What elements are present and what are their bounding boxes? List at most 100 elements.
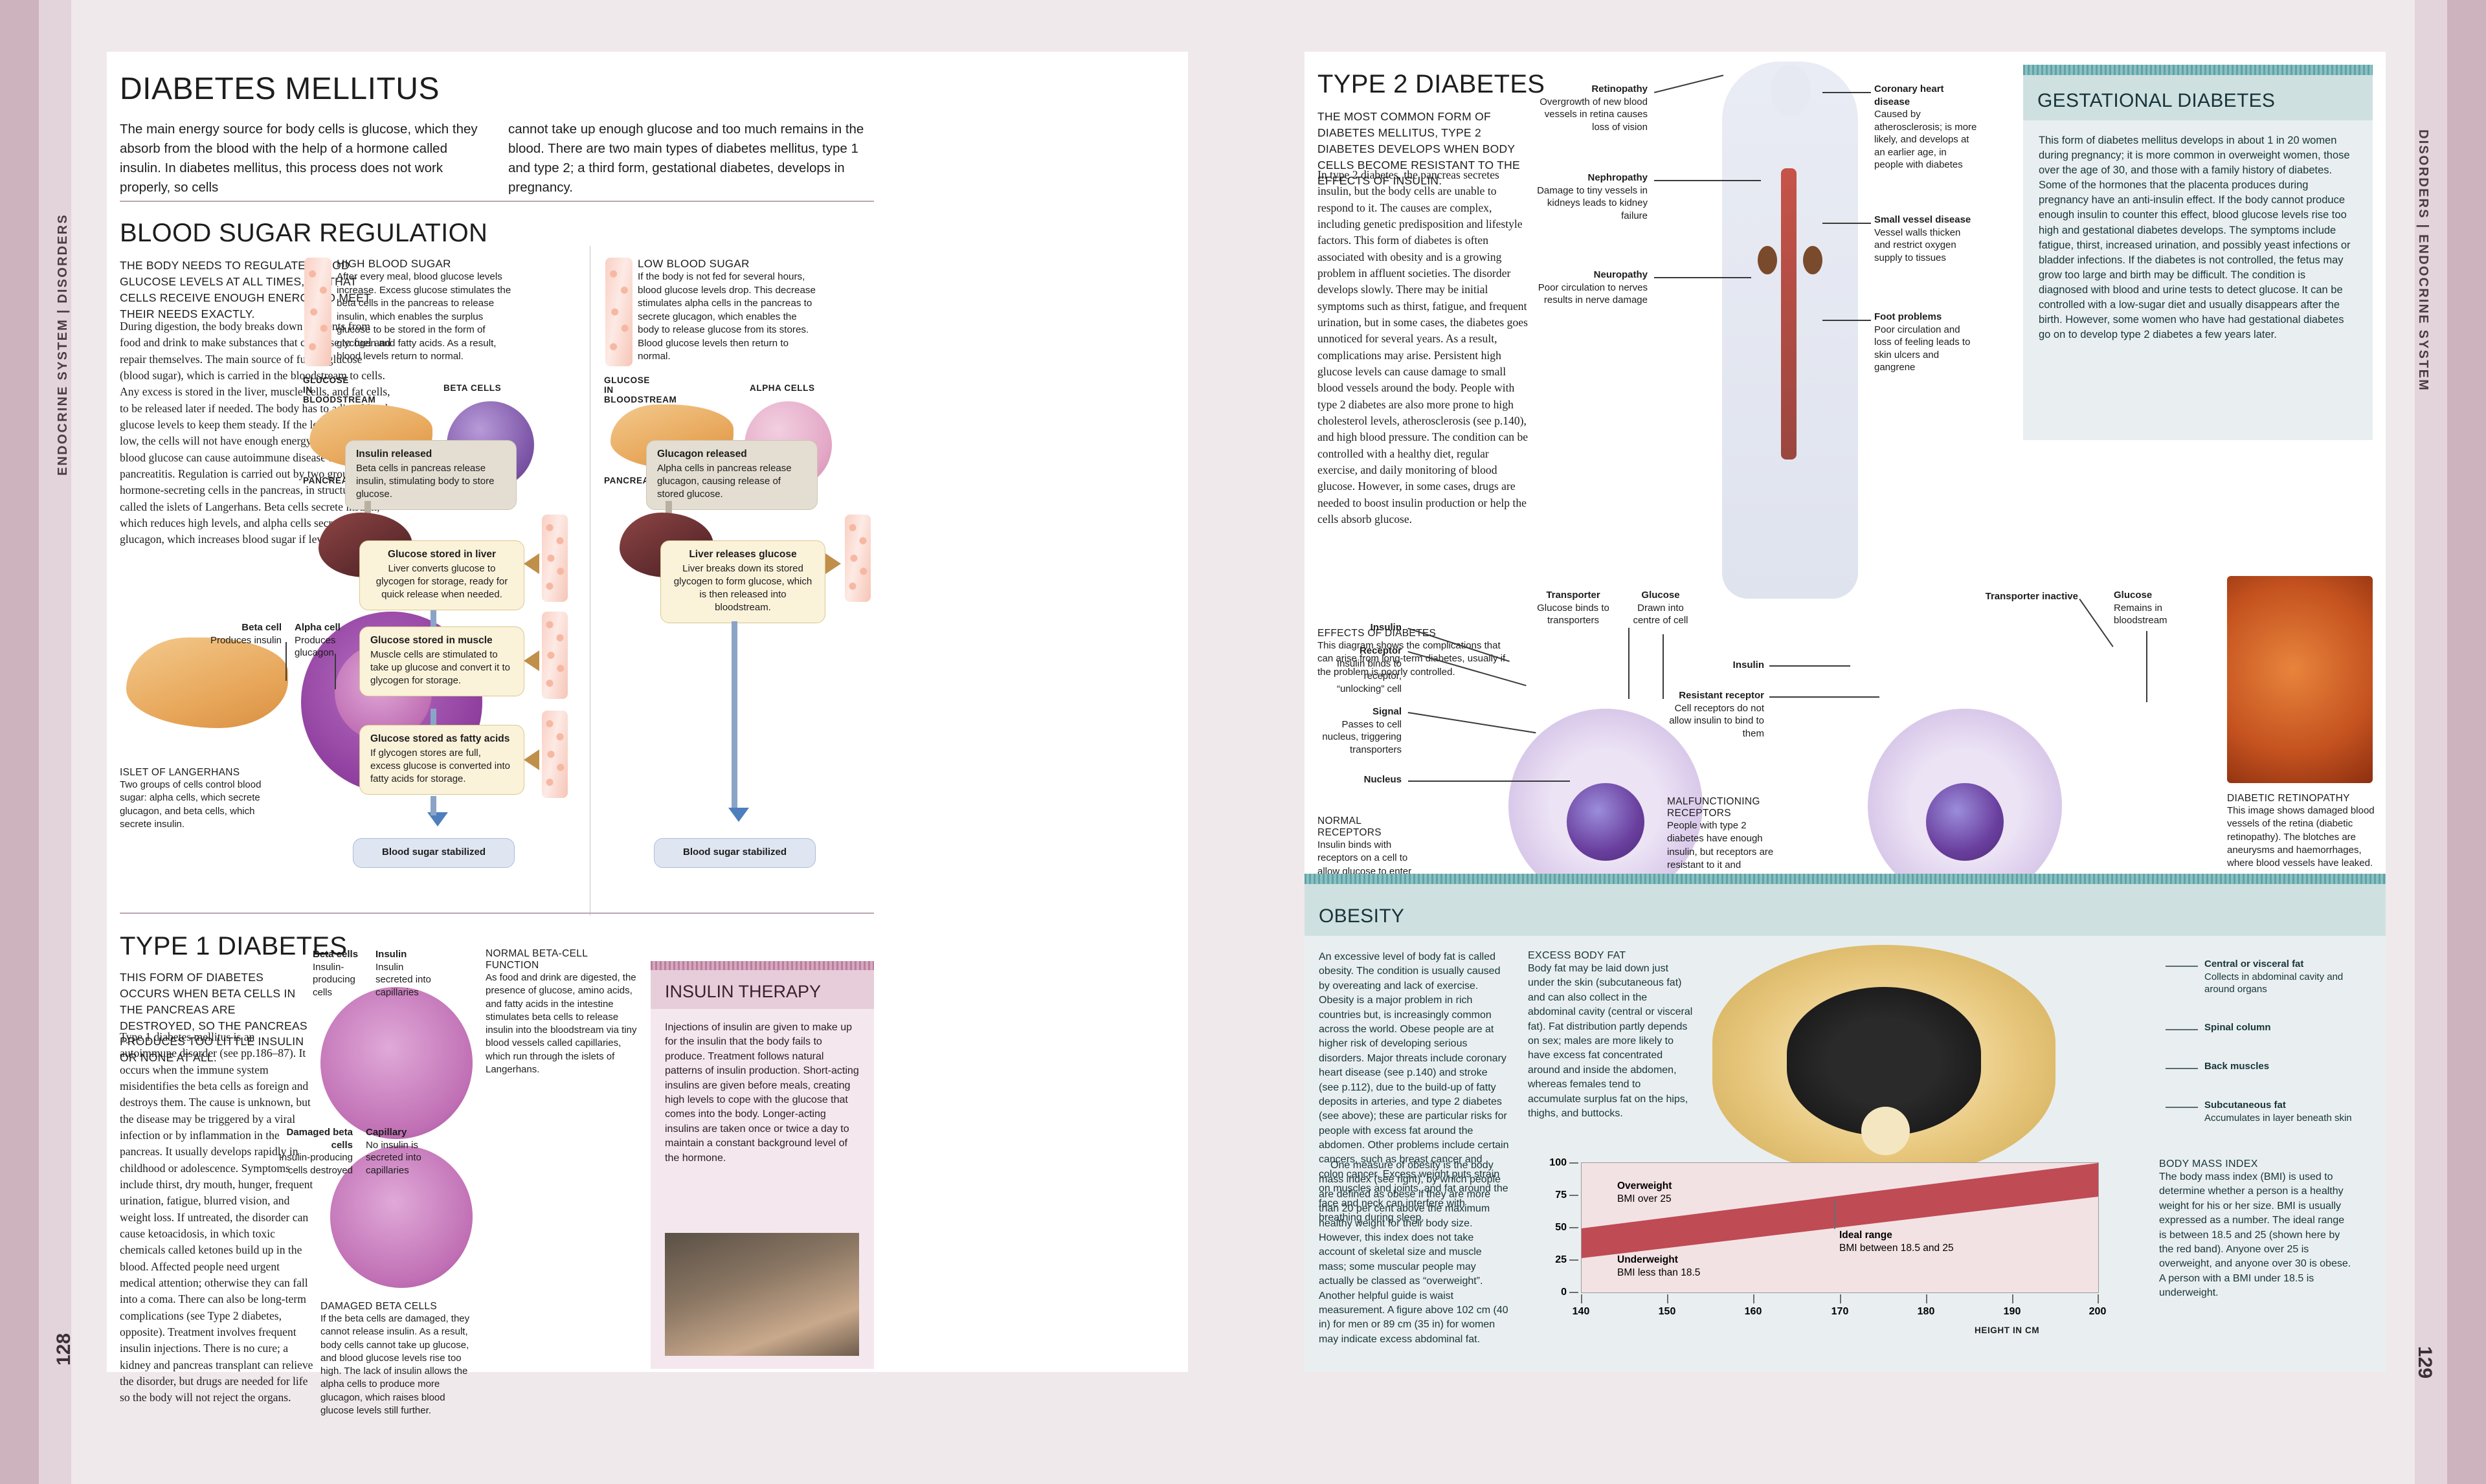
high-blood-sugar-heading: HIGH BLOOD SUGAR (337, 258, 451, 270)
label-signal: Signal Passes to cell nucleus, triggerin… (1322, 706, 1402, 755)
header-stripe-obesity (1305, 874, 2386, 884)
type2-standfirst: THE MOST COMMON FORM OF DIABETES MELLITU… (1317, 110, 1520, 188)
annotation-underweight: Underweight BMI less than 18.5 (1617, 1254, 1701, 1279)
left-page-edge (0, 0, 39, 1484)
step-liver-releases: Liver releases glucose Liver breaks down… (660, 540, 825, 624)
leader-transporter-inactive (2079, 599, 2114, 647)
label-subcutaneous-fat: Subcutaneous fat Accumulates in layer be… (2204, 1100, 2352, 1124)
leader-beta (286, 642, 287, 681)
label-nephropathy: Nephropathy Damage to tiny vessels in ki… (1537, 172, 1648, 221)
connector-6 (732, 621, 737, 809)
label-central-visceral-fat: Central or visceral fat Collects in abdo… (2204, 958, 2344, 995)
normal-beta-cell-caption: NORMAL BETA-CELL FUNCTION As food and dr… (486, 948, 641, 1076)
normal-beta-cell-body: As food and drink are digested, the pres… (486, 972, 637, 1075)
leader-small-vessel (1822, 223, 1871, 224)
arrow-muscle-uptake (524, 650, 539, 671)
leader-resistant-receptor (1769, 696, 1879, 698)
x-tick-180: 180 (1917, 1306, 1935, 1317)
x-tickmark-140 (1581, 1294, 1582, 1303)
arrow-fat-uptake (524, 749, 539, 770)
section-heading-type2: TYPE 2 DIABETES (1317, 70, 1545, 98)
pancreas-illustration (126, 637, 288, 728)
x-tickmark-190 (2012, 1294, 2013, 1303)
label-alpha-cell: Alpha cell Produces glucagon (295, 622, 341, 658)
label-damaged-beta-cells: Damaged beta cells Insulin-producing cel… (278, 1127, 353, 1176)
step-glucose-muscle: Glucose stored in muscle Muscle cells ar… (359, 626, 524, 697)
step-glucose-fatty-acids: Glucose stored as fatty acids If glycoge… (359, 725, 524, 795)
label-glucose-normal: Glucose Drawn into centre of cell (1633, 590, 1688, 626)
damaged-beta-cell-caption: DAMAGED BETA CELLS If the beta cells are… (320, 1301, 479, 1417)
low-blood-sugar-body: If the body is not fed for several hours… (638, 271, 816, 362)
vessel-illustration-high (304, 258, 331, 366)
obesity-box: OBESITY An excessive level of body fat i… (1305, 874, 2386, 1372)
high-blood-sugar-body: After every meal, blood glucose levels i… (337, 271, 511, 362)
diabetic-retinopathy-photo (2227, 576, 2373, 783)
bmi-chart: WEIGHT IN KG 100 75 50 25 0 Overweight B… (1528, 1157, 2130, 1353)
damaged-beta-cell-body: If the beta cells are damaged, they cann… (320, 1313, 470, 1416)
leader-retinopathy (1654, 74, 1724, 93)
leader-transporter (1628, 628, 1629, 699)
bmi-body: The body mass index (BMI) is used to det… (2159, 1171, 2351, 1299)
insulin-therapy-header: INSULIN THERAPY (651, 961, 874, 1009)
normal-cell-nucleus (1567, 783, 1644, 861)
kidney-left-figure (1758, 246, 1777, 274)
intro-column-2: cannot take up enough glucose and too mu… (508, 122, 864, 195)
chart-x-axis-label: HEIGHT IN CM (1975, 1325, 2040, 1335)
y-tick-0: 0 (1561, 1287, 1567, 1298)
vessel-liver-low (845, 515, 871, 602)
left-content-panel: DIABETES MELLITUS The main energy source… (107, 52, 1188, 1416)
x-tickmark-180 (1926, 1294, 1927, 1303)
ct-spinal-column (1861, 1107, 1910, 1155)
label-insulin-t1: Insulin Insulin secreted into capillarie… (375, 949, 431, 998)
x-tick-170: 170 (1831, 1306, 1849, 1317)
label-pancreas-low: PANCREAS (604, 476, 656, 485)
label-alpha-cells: ALPHA CELLS (750, 383, 815, 393)
leader-neuropathy (1654, 277, 1751, 278)
leader-subcutaneous-fat (2166, 1107, 2198, 1108)
label-coronary-heart-disease: Coronary heart disease Caused by atheros… (1874, 83, 1977, 170)
label-small-vessel-disease: Small vessel disease Vessel walls thicke… (1874, 214, 1971, 263)
damaged-beta-cell-micrograph (330, 1146, 473, 1288)
y-tick-50: 50 (1555, 1222, 1567, 1233)
label-glucose-bloodstream-low: GLUCOSE IN BLOODSTREAM (604, 375, 677, 404)
header-stripe-gestational (2023, 65, 2373, 75)
kidney-right-figure (1803, 246, 1822, 274)
excess-body-fat-body: Body fat may be laid down just under the… (1528, 963, 1693, 1119)
obesity-body-col1b: One measure of obesity is the body mass … (1319, 1160, 1508, 1345)
x-tickmark-170 (1840, 1294, 1841, 1303)
insulin-therapy-heading: INSULIN THERAPY (665, 982, 822, 1001)
vessel-muscle-high (542, 612, 568, 699)
effects-title: EFFECTS OF DIABETES (1317, 628, 1437, 639)
label-transporter-inactive: Transporter inactive (1985, 591, 2078, 602)
connector-2 (431, 610, 436, 631)
leader-nephropathy (1654, 180, 1761, 181)
excess-body-fat-caption: EXCESS BODY FAT Body fat may be laid dow… (1528, 950, 1693, 1121)
section-heading-blood-sugar: BLOOD SUGAR REGULATION (120, 219, 488, 247)
label-spinal-column: Spinal column (2204, 1022, 2271, 1033)
left-page-edge-inner (39, 0, 71, 1484)
x-tickmark-150 (1667, 1294, 1668, 1303)
header-stripe (651, 961, 874, 970)
arrow-down-low (728, 808, 749, 822)
insulin-therapy-box: INSULIN THERAPY Injections of insulin ar… (651, 961, 874, 1369)
normal-receptors-title: NORMAL RECEPTORS (1317, 815, 1382, 838)
low-blood-sugar-block: LOW BLOOD SUGAR If the body is not fed f… (638, 258, 816, 364)
annotation-ideal-range: Ideal range BMI between 18.5 and 25 (1839, 1230, 1954, 1254)
result-low: Blood sugar stabilized (654, 838, 816, 869)
connector-3 (431, 709, 436, 729)
leader-glucose-normal (1663, 634, 1664, 699)
islet-caption-body: Two groups of cells control blood sugar:… (120, 779, 262, 830)
label-back-muscles: Back muscles (2204, 1061, 2270, 1072)
retinopathy-caption: DIABETIC RETINOPATHY This image shows da… (2227, 793, 2376, 870)
vessel-fat-high (542, 711, 568, 798)
islet-caption-title: ISLET OF LANGERHANS (120, 767, 240, 778)
bmi-caption: BODY MASS INDEX The body mass index (BMI… (2159, 1158, 2353, 1301)
x-tick-160: 160 (1744, 1306, 1762, 1317)
running-head-right: DISORDERS | ENDOCRINE SYSTEM (2416, 129, 2430, 392)
vessel-liver-high (542, 515, 568, 602)
label-nucleus: Nucleus (1363, 774, 1402, 785)
step-glucagon-released: Glucagon released Alpha cells in pancrea… (646, 440, 818, 511)
leader-foot-problems (1822, 320, 1871, 321)
type1-standfirst: THIS FORM OF DIABETES OCCURS WHEN BETA C… (120, 971, 308, 1065)
